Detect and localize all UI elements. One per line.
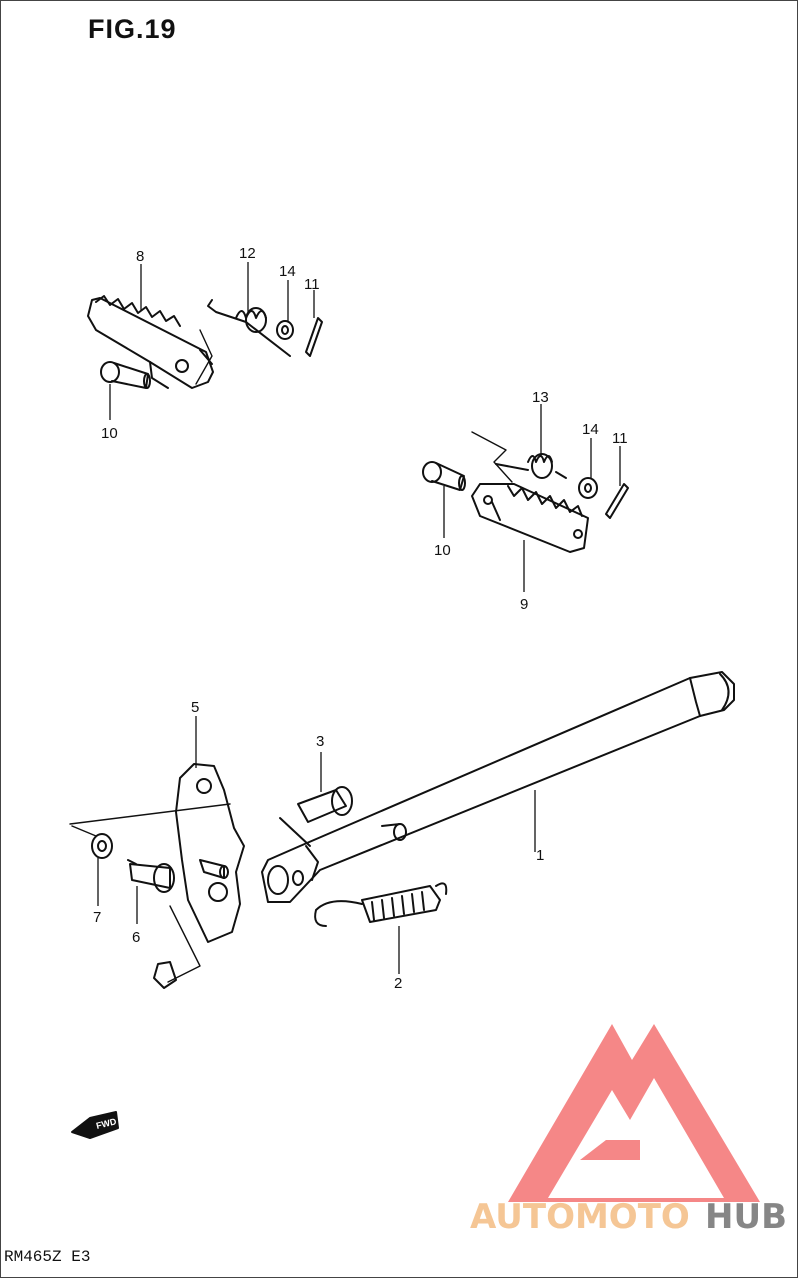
model-code: RM465Z E3 (4, 1248, 91, 1266)
footrest-right-part (87, 295, 214, 389)
automotohub-logo: AUTOMOTO HUB (470, 1024, 787, 1237)
callout-1: 1 (536, 847, 544, 864)
washer-middle-part (578, 477, 598, 499)
pin-middle-part (422, 461, 466, 491)
washer-7-part (91, 833, 113, 859)
cotter-pin-upper-part (305, 317, 323, 357)
fwd-label: FWD (95, 1116, 118, 1131)
callout-11-upper: 11 (304, 276, 320, 293)
footrest-left-part (471, 483, 589, 553)
callout-13: 13 (532, 389, 549, 406)
callout-10-upper: 10 (101, 425, 118, 442)
bolt-6-part (127, 859, 175, 893)
callout-11-middle: 11 (612, 430, 628, 447)
spring-13-part (495, 453, 567, 479)
spring-12-part (207, 299, 291, 357)
callout-2: 2 (394, 975, 402, 992)
callout-12: 12 (239, 245, 256, 262)
callout-10-middle: 10 (434, 542, 451, 559)
logo-text-automoto: AUTOMOTO (470, 1197, 690, 1237)
callout-14-upper: 14 (279, 263, 296, 280)
callout-9: 9 (520, 596, 528, 613)
callout-8: 8 (136, 248, 144, 265)
logo-text-hub: HUB (705, 1197, 787, 1237)
stand-bracket-part (175, 763, 245, 943)
figure-title: FIG.19 (88, 14, 177, 44)
pin-upper-part (100, 361, 151, 389)
callout-3: 3 (316, 733, 324, 750)
callout-6: 6 (132, 929, 140, 946)
washer-upper-part (276, 320, 294, 340)
spring-2-part (314, 882, 448, 927)
fwd-arrow-icon (71, 1111, 119, 1139)
bolt-3-part (279, 786, 353, 847)
cotter-pin-middle-part (605, 483, 629, 519)
callout-14-middle: 14 (582, 421, 599, 438)
clip-part (153, 961, 177, 989)
side-stand-part (261, 671, 735, 903)
callout-7: 7 (93, 909, 101, 926)
callout-5: 5 (191, 699, 199, 716)
